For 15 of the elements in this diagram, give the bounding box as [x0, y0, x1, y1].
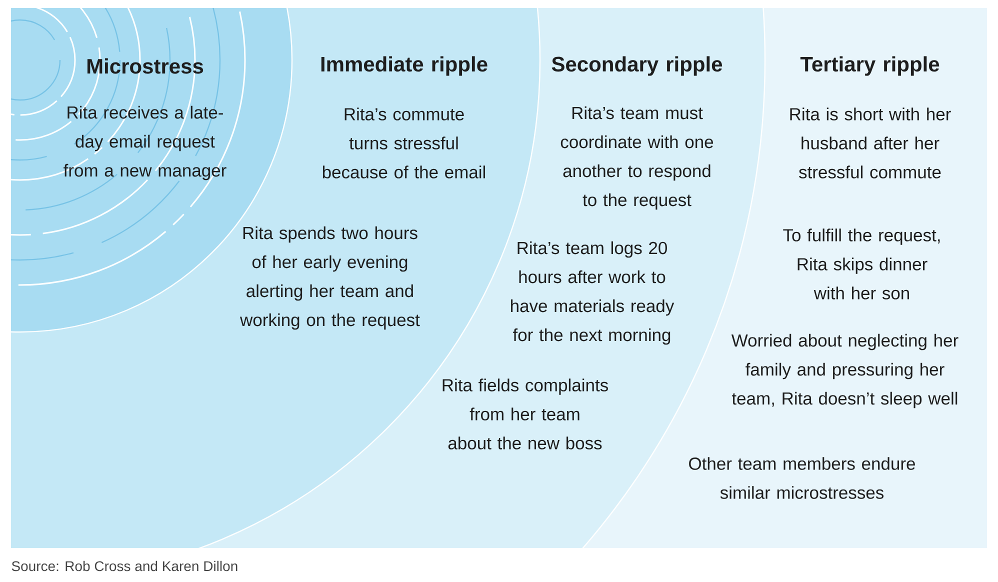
column-heading: Tertiary ripple — [800, 56, 940, 76]
ripple-text: Worried about neglecting her family and pressuring her team, Rita doesn’t sleep well — [731, 334, 958, 408]
ripple-text: Other team members endure similar microstresses — [689, 457, 915, 499]
column-heading: Microstress — [87, 58, 204, 74]
ripple-text: Rita’s commute turns stressful because of the email — [322, 108, 485, 178]
source-note: Source: Rob Cross and Karen Dillon — [12, 560, 238, 572]
ripple-text: Rita is short with her husband after her stressful commute — [790, 108, 951, 178]
ripple-text: Rita’s team must coordinate with one another to respond to the request — [560, 106, 714, 210]
column-heading: Secondary ripple — [552, 56, 722, 76]
ripple-text: To fulfill the request, Rita skips dinner with her son — [783, 228, 940, 300]
ripple-text: Rita’s team logs 20 hours after work to have materials ready for the next morning — [511, 241, 674, 345]
ripple-text: Rita spends two hours of her early evening alerting her team and working on the request — [240, 226, 420, 330]
ripple-text: Rita receives a late-day email request from a new manager — [64, 106, 226, 180]
ripple-text: Rita fields complaints from her team about the new boss — [442, 378, 608, 450]
column-heading: Immediate ripple — [321, 56, 488, 76]
